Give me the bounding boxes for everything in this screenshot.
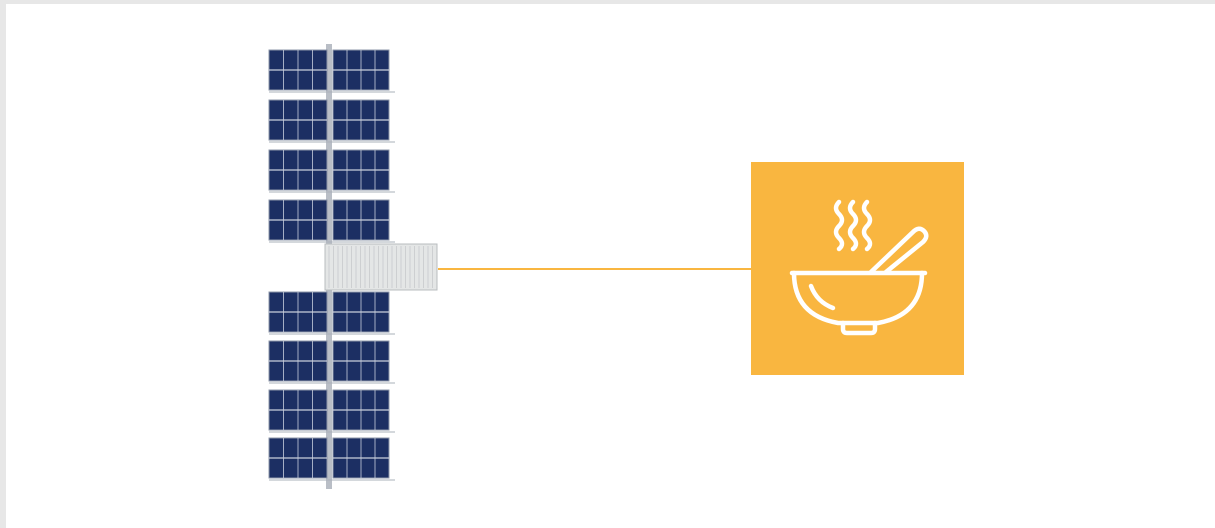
food-tile-background [751,162,964,375]
steam-line-1 [833,199,845,252]
hot-soup-bowl-icon [751,162,964,375]
steam-line-2 [847,199,859,252]
spoon [868,226,929,275]
solar-container-node [261,44,451,489]
food-node [751,162,964,375]
solar-panel-container-icon [268,44,438,489]
steam-line-3 [861,199,873,252]
diagram-canvas [6,4,1215,528]
bowl-highlight [808,283,836,311]
bowl-foot [840,320,878,336]
bowl-body [791,270,925,326]
shipping-container [324,243,438,291]
connector-line [438,268,752,270]
